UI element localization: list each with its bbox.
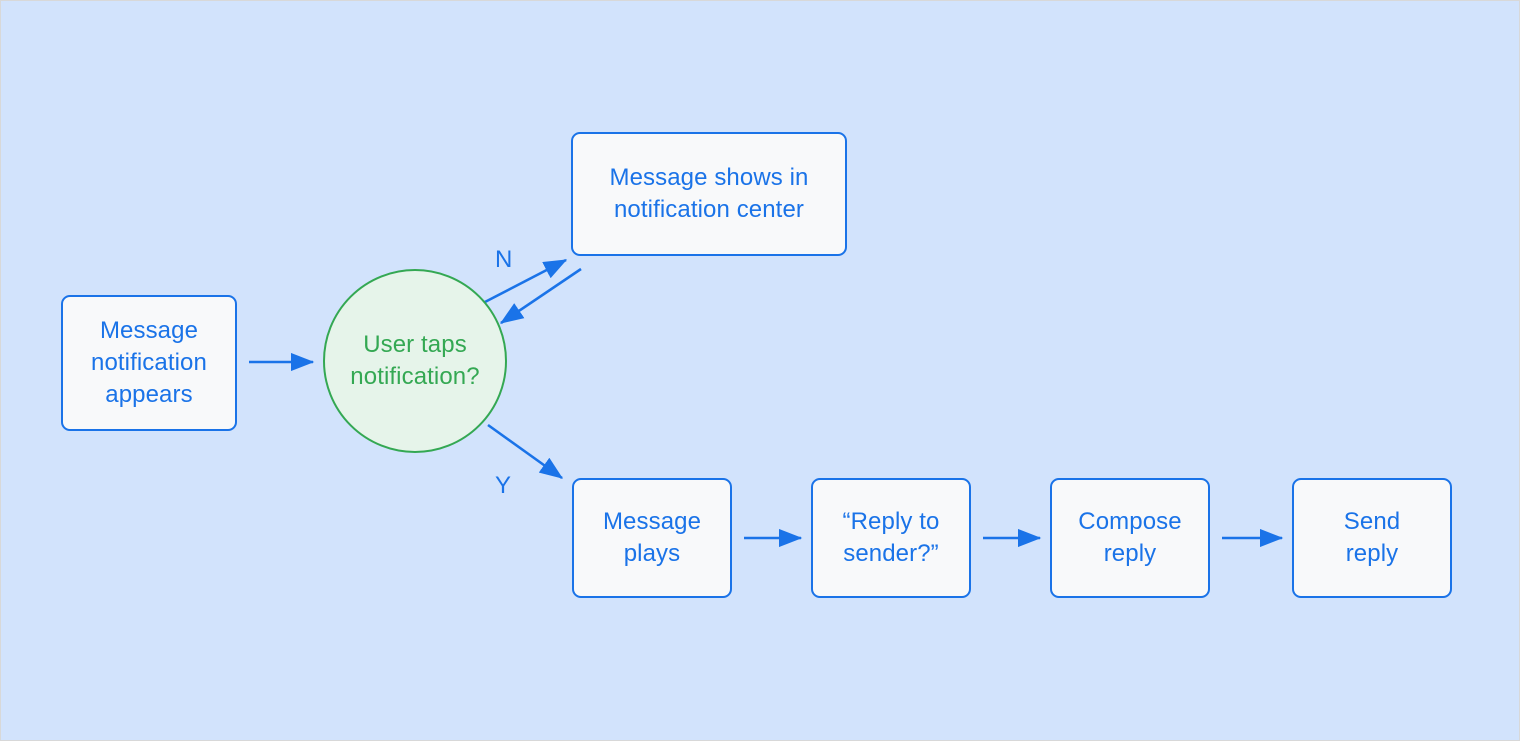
node-user-taps-notification[interactable]: User taps notification? (323, 269, 507, 453)
node-send-reply[interactable]: Send reply (1292, 478, 1452, 598)
edge-notification-center-to-decision (499, 267, 582, 325)
node-message-notification-appears[interactable]: Message notification appears (61, 295, 237, 431)
edge-label-yes: Y (495, 472, 512, 499)
node-message-plays[interactable]: Message plays (572, 478, 732, 598)
edge-decision-to-message-plays (487, 423, 564, 480)
edge-label-no: N (495, 246, 513, 273)
node-message-shows-in-notification-center[interactable]: Message shows in notification center (571, 132, 847, 256)
node-reply-to-sender[interactable]: “Reply to sender?” (811, 478, 971, 598)
node-compose-reply[interactable]: Compose reply (1050, 478, 1210, 598)
